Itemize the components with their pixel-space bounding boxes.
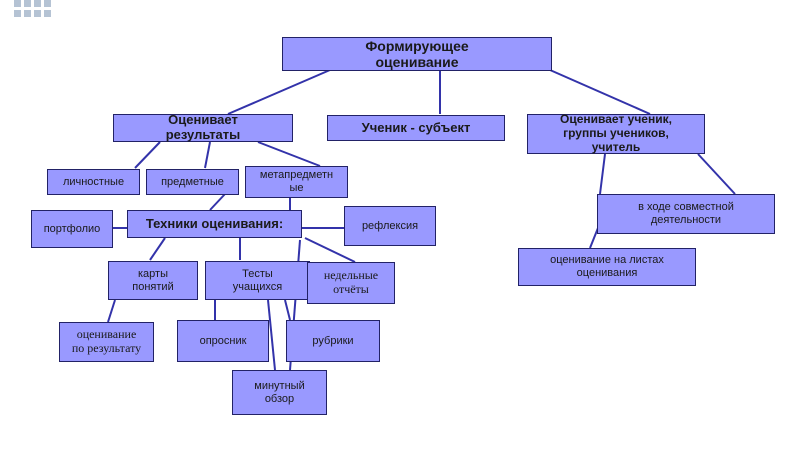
node-personal: личностные [47, 169, 140, 195]
node-eval-sheets: оценивание на листах оценивания [518, 248, 696, 286]
node-rubrics: рубрики [286, 320, 380, 362]
node-evaluates-results: Оценивает результаты [113, 112, 293, 142]
node-joint-activity: в ходе совместной деятельности [597, 194, 775, 234]
node-subject: предметные [146, 169, 239, 195]
node-metasubject: метапредметн ые [245, 166, 348, 198]
corner-decoration [14, 0, 51, 17]
node-reflection: рефлексия [344, 206, 436, 246]
node-techniques: Техники оценивания: [127, 210, 302, 238]
node-student-subject: Ученик - субъект [327, 115, 505, 141]
node-minute-review: минутный обзор [232, 370, 327, 415]
node-result-evaluation: оценивание по результату [59, 322, 154, 362]
node-weekly-reports: недельные отчёты [307, 262, 395, 304]
node-survey: опросник [177, 320, 269, 362]
node-concept-maps: карты понятий [108, 261, 198, 300]
node-evaluates-student: Оценивает ученик, группы учеников, учите… [527, 112, 705, 154]
node-formative-assessment: Формирующее оценивание [282, 37, 552, 71]
node-student-tests: Тесты учащихся [205, 261, 310, 300]
node-portfolio: портфолио [31, 210, 113, 248]
